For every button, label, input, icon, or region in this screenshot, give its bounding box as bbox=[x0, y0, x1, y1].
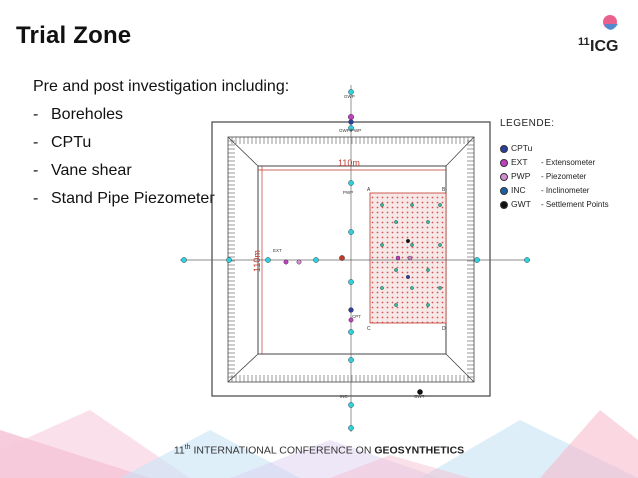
logo-text: ICG bbox=[590, 38, 619, 55]
list-item: -Boreholes bbox=[33, 106, 124, 123]
monitoring-point bbox=[283, 259, 289, 265]
monitoring-point bbox=[348, 113, 355, 120]
monitoring-point bbox=[417, 389, 423, 395]
list-item: -Vane shear bbox=[33, 162, 132, 179]
monitoring-point bbox=[348, 402, 354, 408]
monitoring-point bbox=[380, 286, 384, 290]
monitoring-point bbox=[226, 257, 232, 263]
label-pwp: PWP bbox=[343, 190, 353, 195]
monitoring-point bbox=[406, 275, 411, 280]
monitoring-point bbox=[265, 257, 271, 263]
monitoring-point bbox=[395, 255, 401, 261]
monitoring-point bbox=[348, 357, 354, 363]
extensometer-marker-icon bbox=[500, 158, 508, 167]
monitoring-point bbox=[348, 119, 354, 125]
monitoring-point bbox=[313, 257, 319, 263]
monitoring-point bbox=[348, 425, 354, 431]
intro-text: Pre and post investigation including: bbox=[33, 78, 290, 95]
monitoring-point bbox=[348, 307, 354, 313]
corner-b: B bbox=[442, 187, 446, 193]
monitoring-point bbox=[426, 220, 430, 224]
conference-logo-icon bbox=[603, 15, 618, 30]
slide-title: Trial Zone bbox=[16, 22, 132, 49]
monitoring-point bbox=[296, 259, 302, 265]
footer-decoration bbox=[0, 410, 638, 478]
legend-row-pwp: PWP- Piezometer bbox=[500, 169, 609, 183]
corner-d: D bbox=[442, 326, 446, 332]
label-inc: INC bbox=[340, 394, 349, 399]
monitoring-point bbox=[410, 203, 414, 207]
monitoring-point bbox=[380, 203, 384, 207]
label-ext: EXT bbox=[273, 248, 282, 253]
monitoring-point bbox=[438, 243, 442, 247]
monitoring-point bbox=[438, 203, 442, 207]
cptu-marker-icon bbox=[500, 144, 508, 153]
label-gwp-top: GWP bbox=[344, 94, 355, 99]
monitoring-point bbox=[348, 279, 354, 285]
monitoring-point bbox=[348, 89, 354, 95]
list-item: -CPTu bbox=[33, 134, 92, 151]
monitoring-point bbox=[426, 268, 430, 272]
list-item: -Stand Pipe Piezometer bbox=[33, 190, 215, 207]
monitoring-point bbox=[410, 286, 414, 290]
monitoring-point bbox=[438, 286, 442, 290]
dim-horizontal: 110m bbox=[338, 158, 360, 168]
legend-row-inc: INC- Inclinometer bbox=[500, 183, 609, 197]
corner-a: A bbox=[367, 187, 371, 193]
legend-row-ext: EXT- Extensometer bbox=[500, 155, 609, 169]
legend-title: LEGENDE: bbox=[500, 118, 555, 129]
monitoring-point bbox=[474, 257, 480, 263]
piezometer-marker-icon bbox=[500, 172, 508, 181]
footer-text: 11th INTERNATIONAL CONFERENCE ON GEOSYNT… bbox=[173, 444, 465, 457]
label-cpt: CPT bbox=[352, 314, 361, 319]
settlement-marker-icon bbox=[500, 200, 508, 209]
monitoring-point bbox=[348, 329, 354, 335]
monitoring-point bbox=[348, 180, 354, 186]
monitoring-point bbox=[348, 317, 354, 323]
logo-number: 11 bbox=[578, 36, 590, 48]
monitoring-point bbox=[394, 220, 398, 224]
monitoring-point bbox=[348, 125, 354, 131]
dim-vertical: 110m bbox=[252, 250, 262, 272]
legend-row-gwt: GWT- Settlement Points bbox=[500, 197, 609, 211]
legend: LEGENDE: CPTu EXT- Extensometer PWP- Pie… bbox=[500, 118, 609, 211]
monitoring-point bbox=[339, 255, 345, 261]
monitoring-point bbox=[181, 257, 187, 263]
investigation-list: -Boreholes -CPTu -Vane shear -Stand Pipe… bbox=[33, 104, 215, 216]
monitoring-point bbox=[407, 255, 413, 261]
label-gwt: GWT bbox=[414, 394, 425, 399]
monitoring-point bbox=[394, 303, 398, 307]
monitoring-point bbox=[406, 238, 411, 243]
monitoring-point bbox=[426, 303, 430, 307]
monitoring-point bbox=[410, 243, 414, 247]
monitoring-point bbox=[394, 268, 398, 272]
corner-c: C bbox=[367, 326, 371, 332]
monitoring-point bbox=[348, 229, 354, 235]
monitoring-point bbox=[380, 243, 384, 247]
legend-row-cptu: CPTu bbox=[500, 141, 609, 155]
inclinometer-marker-icon bbox=[500, 186, 508, 195]
monitoring-point bbox=[524, 257, 530, 263]
label-gwp-pwp: GWP/PWP bbox=[339, 128, 361, 133]
